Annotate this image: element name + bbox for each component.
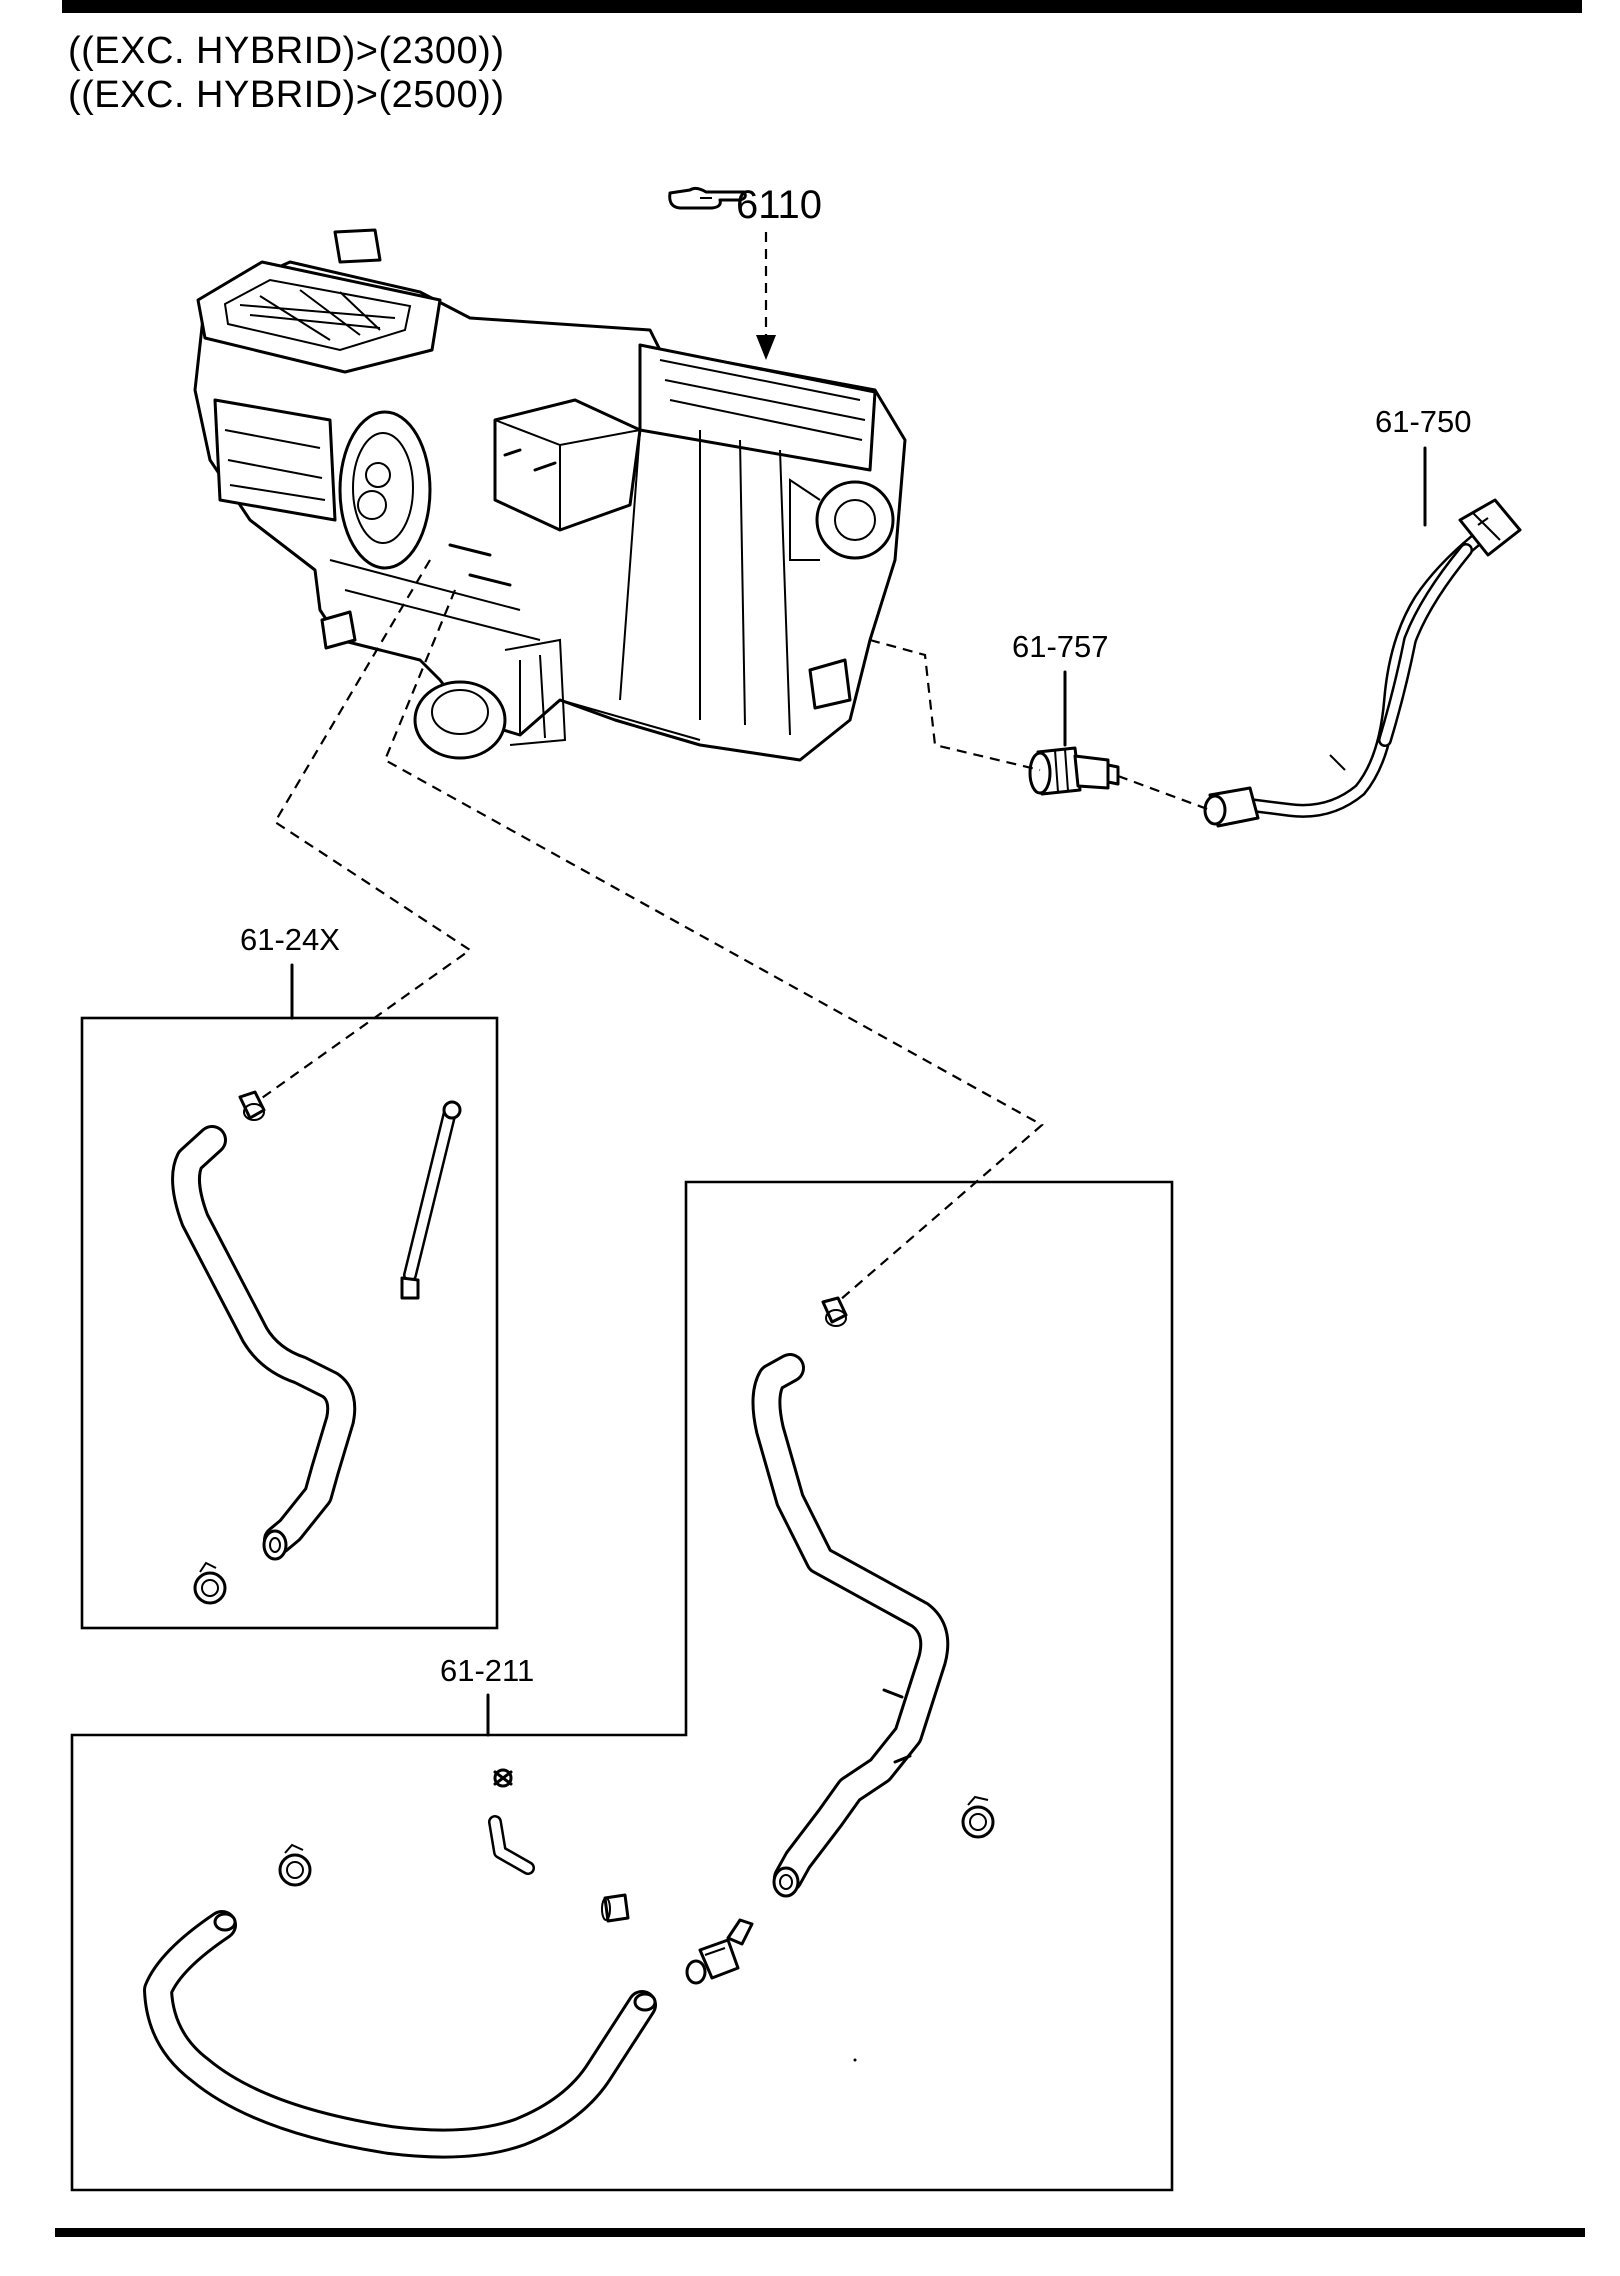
heater-unit-illustration[interactable] — [193, 228, 907, 762]
clamp-top-61-211[interactable] — [821, 1296, 848, 1327]
part-number-61-757: 61-757 — [1012, 629, 1109, 664]
part-number-61-750: 61-750 — [1375, 404, 1472, 439]
hose-61-24X[interactable] — [171, 1125, 357, 1561]
connector-line-harness — [1117, 774, 1211, 812]
part-number-61-24X: 61-24X — [240, 922, 340, 957]
harness-61-750[interactable] — [1203, 498, 1522, 828]
valve-61-211[interactable] — [685, 1918, 754, 1985]
bottom-rule — [55, 2228, 1585, 2237]
frame-61-211 — [70, 1180, 1174, 2192]
sensor-61-757[interactable] — [1028, 746, 1120, 796]
applicability-line-2: ((EXC. HYBRID)>(2500)) — [68, 74, 505, 116]
rod-61-24X[interactable] — [400, 1100, 462, 1300]
part-number-6110: 6110 — [736, 183, 822, 227]
pointing-hand-icon — [668, 186, 747, 210]
hose-bottom-61-211[interactable] — [143, 1910, 657, 2159]
clamp-right-61-211[interactable] — [961, 1795, 995, 1839]
clamp-bottom-61-24X[interactable] — [193, 1561, 227, 1605]
plug-61-211[interactable] — [601, 1893, 630, 1923]
connector-line-61-211 — [383, 589, 1044, 1301]
stray-dot — [853, 2058, 857, 2062]
connector-line-sensor — [869, 638, 1041, 772]
reference-callout-6110[interactable]: 6110 — [668, 183, 822, 227]
applicability-line-1: ((EXC. HYBRID)>(2300)) — [68, 30, 505, 72]
screw-61-211[interactable] — [493, 1768, 513, 1788]
frame-61-24X — [80, 1016, 499, 1630]
part-number-61-211: 61-211 — [440, 1653, 534, 1688]
clamp-top-61-24X[interactable] — [238, 1090, 266, 1121]
arrow-head — [756, 335, 776, 360]
hose-long-61-211[interactable] — [751, 1353, 950, 1898]
top-rule — [62, 0, 1582, 13]
clamp-left-61-211[interactable] — [278, 1843, 312, 1887]
elbow-fitting-61-211[interactable] — [488, 1815, 535, 1875]
